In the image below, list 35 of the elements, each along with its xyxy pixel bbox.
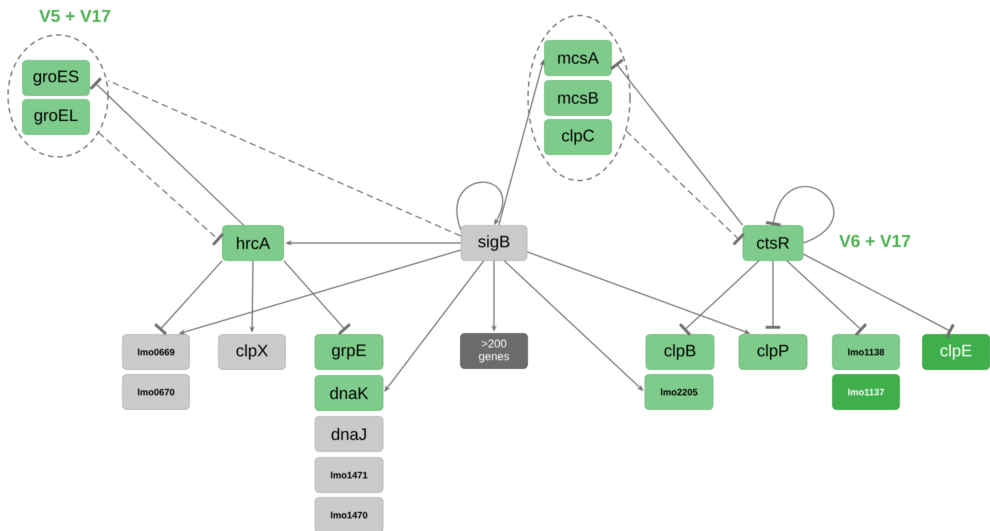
gene-box: lmo0669	[122, 334, 190, 370]
gene-box: >200 genes	[460, 333, 528, 369]
gene-box: lmo1137	[832, 374, 900, 410]
gene-box: mcsB	[544, 80, 612, 116]
gene-box: groEL	[22, 99, 90, 135]
gene-box: clpP	[738, 334, 808, 370]
group-ellipse	[527, 14, 631, 182]
gene-box: lmo0670	[122, 374, 190, 410]
inhibition-line	[766, 260, 780, 329]
gene-box: groES	[22, 60, 90, 96]
gene-box: lmo1138	[832, 334, 900, 370]
group-label: V6 + V17	[839, 234, 910, 248]
gene-box: sigB	[460, 225, 528, 261]
loop-arrow	[766, 186, 834, 244]
gene-box: lmo2205	[644, 374, 714, 410]
loop-arrow	[456, 182, 504, 230]
gene-box: clpC	[544, 119, 612, 155]
inhibition-line	[284, 260, 351, 335]
group-label: V5 + V17	[39, 10, 110, 22]
gene-box: dnaK	[314, 375, 384, 411]
gene-box: lmo1470	[314, 497, 384, 531]
gene-box: ctsR	[742, 225, 804, 261]
inhibition-line	[626, 130, 745, 246]
inhibition-line	[98, 132, 224, 246]
connector-line	[108, 80, 461, 236]
gene-box: clpX	[218, 334, 286, 370]
group-ellipse	[7, 34, 109, 158]
gene-box: grpE	[314, 334, 384, 370]
gene-box: hrcA	[222, 225, 284, 261]
gene-box: clpB	[646, 334, 714, 370]
gene-box: clpE	[922, 334, 990, 370]
gene-box: lmo1471	[314, 457, 384, 493]
gene-box: mcsA	[544, 40, 612, 76]
gene-box: dnaJ	[314, 416, 384, 452]
inhibition-line	[610, 58, 744, 226]
